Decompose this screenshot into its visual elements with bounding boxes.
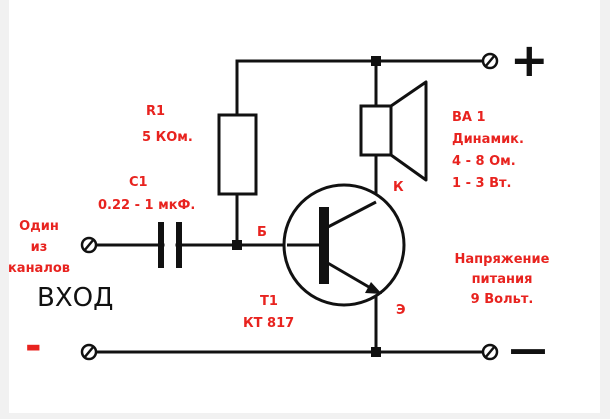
negative-symbol-right: — (509, 327, 547, 371)
junction-dot (371, 56, 381, 66)
ba1-type: Динамик. (452, 132, 524, 147)
ba1-label: ВА 1 (452, 110, 486, 125)
input-title: ВХОД (37, 283, 114, 313)
c1-value: 0.22 - 1 мкФ. (98, 198, 196, 213)
input-label-line1: Один (19, 219, 59, 234)
emitter-pin-label: Э (396, 303, 406, 318)
base-pin-label: Б (257, 225, 267, 240)
resistor-r1 (217, 113, 258, 196)
left-margin (0, 0, 9, 419)
capacitor-c1 (158, 222, 182, 268)
input-label-line3: каналов (7, 261, 71, 276)
supply-label-line1: Напряжение (454, 252, 550, 267)
ba1-power: 1 - 3 Вт. (452, 176, 512, 191)
t1-model: КТ 817 (243, 316, 295, 331)
transistor-t1 (282, 183, 406, 307)
right-margin (600, 0, 610, 419)
positive-symbol: + (510, 33, 549, 87)
junction-dot (371, 347, 381, 357)
r1-label: R1 (146, 104, 166, 119)
ba1-impedance: 4 - 8 Ом. (452, 154, 516, 169)
t1-label: T1 (260, 294, 278, 309)
c1-label: C1 (129, 175, 148, 190)
collector-pin-label: К (393, 180, 404, 195)
bottom-margin (0, 413, 610, 419)
negative-symbol-left: - (25, 323, 42, 369)
supply-label-line3: 9 Вольт. (470, 292, 534, 307)
supply-label-line2: питания (471, 272, 533, 287)
r1-value: 5 КОм. (142, 130, 193, 145)
input-label-line2: из (30, 240, 48, 255)
speaker-ba1 (359, 80, 428, 182)
junction-dot (232, 240, 242, 250)
